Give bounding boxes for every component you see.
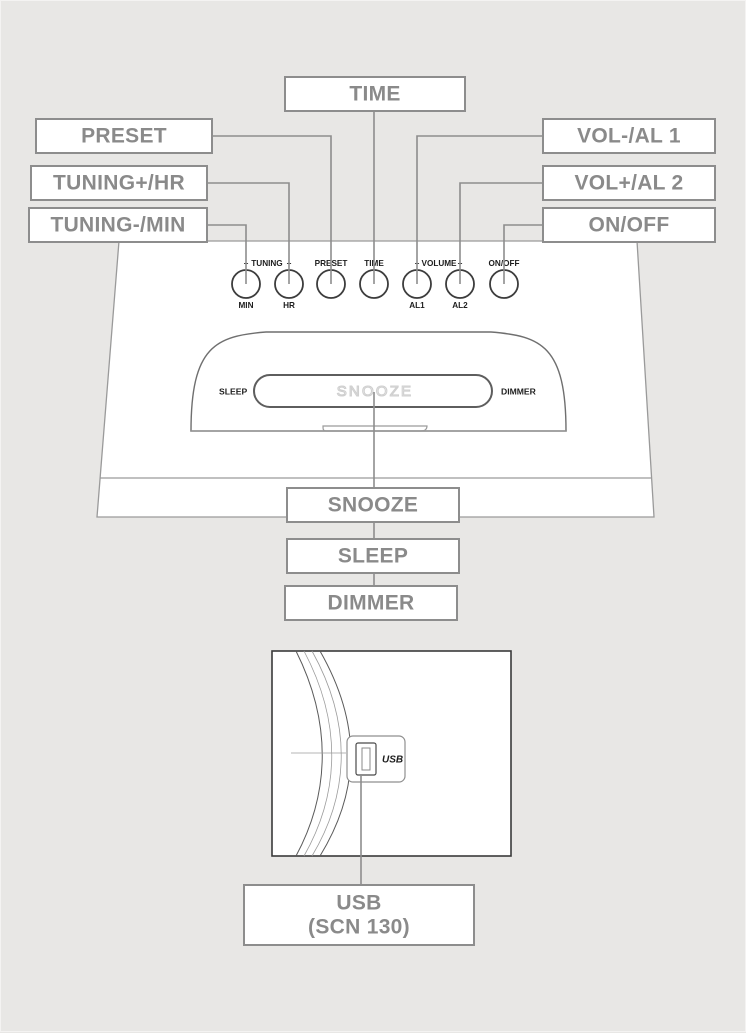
leader-lines-top <box>207 111 543 284</box>
snooze-bar-group: SNOOZE SLEEP DIMMER <box>219 374 537 408</box>
leader-tuning-plus-hr <box>207 182 290 284</box>
leader-on-off <box>503 224 543 284</box>
panel-label-sleep: SLEEP <box>219 386 247 396</box>
callout-tuning-minus-min-box[interactable] <box>28 207 208 243</box>
callout-vol-minus-al1[interactable]: VOL-/AL 1 <box>542 118 716 154</box>
callout-usb-label-line2: (SCN 130) <box>308 916 410 939</box>
panel-label-dimmer: DIMMER <box>501 386 537 396</box>
usb-port-tongue <box>361 747 371 771</box>
callout-vol-plus-al2-label: VOL+/AL 2 <box>574 172 683 195</box>
panel-label-volume: VOLUME <box>421 259 457 268</box>
panel-label-al1: AL1 <box>409 301 425 310</box>
callout-on-off[interactable]: ON/OFF <box>542 207 716 243</box>
callout-preset[interactable]: PRESET <box>35 118 213 154</box>
panel-label-al2: AL2 <box>452 301 468 310</box>
callout-tuning-plus-hr[interactable]: TUNING+/HR <box>30 165 208 201</box>
callout-vol-plus-al2-box[interactable] <box>542 165 716 201</box>
callout-usb[interactable]: USB (SCN 130) <box>243 884 475 946</box>
callout-usb-label-line1: USB <box>336 892 381 915</box>
callout-sleep-label: SLEEP <box>338 545 408 568</box>
callout-dimmer[interactable]: DIMMER <box>284 585 458 621</box>
callout-tuning-minus-min[interactable]: TUNING-/MIN <box>28 207 208 243</box>
callout-snooze-box[interactable] <box>286 487 460 523</box>
callout-sleep[interactable]: SLEEP <box>286 538 460 574</box>
device-side-curve-3 <box>311 650 342 857</box>
callout-vol-minus-al1-label: VOL-/AL 1 <box>577 125 681 148</box>
callout-dimmer-box[interactable] <box>284 585 458 621</box>
callout-sleep-box[interactable] <box>286 538 460 574</box>
callout-time-box[interactable] <box>284 76 466 112</box>
snooze-bar-label: SNOOZE <box>337 383 414 400</box>
callout-on-off-box[interactable] <box>542 207 716 243</box>
panel-label-min: MIN <box>238 301 253 310</box>
leader-vol-plus-al2 <box>459 182 543 284</box>
snooze-bar[interactable] <box>253 374 493 408</box>
usb-port-text: USB <box>382 755 403 766</box>
leader-vol-minus-al1 <box>416 135 543 284</box>
callout-dimmer-label: DIMMER <box>328 592 415 615</box>
callout-preset-label: PRESET <box>81 125 167 148</box>
callout-vol-plus-al2[interactable]: VOL+/AL 2 <box>542 165 716 201</box>
callout-time-label: TIME <box>349 83 400 106</box>
leader-tuning-minus-min <box>207 224 247 284</box>
device-side-curve-outer <box>295 650 323 857</box>
callout-snooze-label: SNOOZE <box>328 494 418 517</box>
callout-vol-minus-al1-box[interactable] <box>542 118 716 154</box>
callout-tuning-minus-min-label: TUNING-/MIN <box>50 214 185 237</box>
panel-label-hr: HR <box>283 301 295 310</box>
usb-detail-panel: USB <box>271 650 512 885</box>
panel-label-tuning: TUNING <box>251 259 282 268</box>
callout-usb-box[interactable] <box>243 884 475 946</box>
callout-on-off-label: ON/OFF <box>588 214 669 237</box>
callout-tuning-plus-hr-box[interactable] <box>30 165 208 201</box>
leader-preset <box>212 135 332 284</box>
callout-time[interactable]: TIME <box>284 76 466 112</box>
callout-preset-box[interactable] <box>35 118 213 154</box>
callout-tuning-plus-hr-label: TUNING+/HR <box>53 172 185 195</box>
callout-snooze[interactable]: SNOOZE <box>286 487 460 523</box>
device-side-curve-2 <box>303 650 333 857</box>
